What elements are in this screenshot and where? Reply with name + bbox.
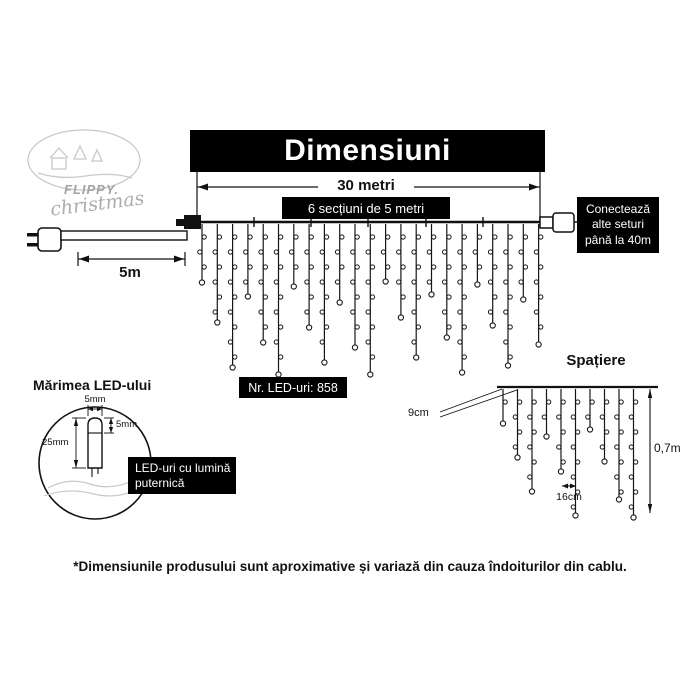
connect-note-box: Conectează alte seturi până la 40m: [577, 197, 659, 253]
main-curtain-drops: [197, 224, 544, 378]
small-curtain-drops: [499, 389, 639, 521]
led-note-line: LED-uri cu lumină: [135, 461, 231, 475]
led-note-line: puternică: [135, 476, 185, 490]
connect-note-line: Conectează: [585, 201, 651, 216]
drop-length-label: 0,7m: [654, 441, 681, 455]
dimension-30m-arrow: [196, 172, 541, 222]
extension-connector-icon: [539, 212, 577, 233]
disclaimer-text: *Dimensiunile produsului sunt aproximati…: [73, 559, 627, 574]
led-illustration: [38, 404, 152, 520]
body-height-arrow: [72, 417, 86, 469]
lead-length-label: 5m: [119, 264, 141, 281]
drop-gap-label: 9cm: [408, 407, 429, 419]
led-size-heading: Mărimea LED-ului: [33, 377, 152, 393]
led-gap-label: 16cm: [556, 491, 582, 503]
brand-name: FLIPPY.: [64, 182, 119, 197]
led-bulb-icon: [87, 417, 103, 469]
spacing-heading: Spațiere: [566, 352, 626, 369]
cap-width-label: 5mm: [77, 394, 113, 405]
dimension-5m-arrow: [77, 252, 186, 266]
total-length-label: 30 metri: [320, 177, 412, 194]
page-title: Dimensiuni: [190, 130, 545, 172]
led-count-badge: Nr. LED-uri: 858: [239, 377, 347, 398]
drop-gap-pointer-lines: [439, 388, 518, 418]
led-note-box: LED-uri cu lumină puternică: [128, 457, 236, 494]
power-plug-icon: [27, 215, 201, 252]
connect-note-line: alte seturi: [591, 217, 645, 232]
cap-height-label: 5mm: [116, 419, 138, 430]
body-height-label: 25mm: [42, 437, 69, 448]
connect-note-line: până la 40m: [584, 232, 652, 247]
led-gap-arrow: [562, 483, 576, 489]
drop-length-arrow: [647, 389, 653, 513]
sections-label: 6 secțiuni de 5 metri: [282, 197, 450, 219]
logo-sketch-icon: [27, 129, 141, 191]
